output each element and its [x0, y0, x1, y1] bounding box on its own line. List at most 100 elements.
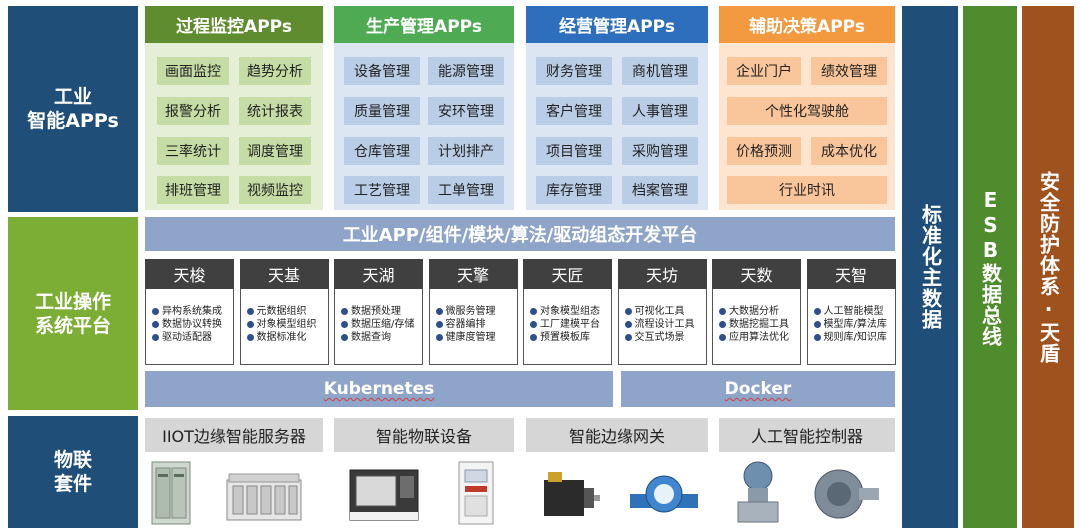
bullet-icon [719, 321, 726, 328]
app-item[interactable]: 成本优化 [811, 137, 887, 165]
bullet-icon [152, 334, 159, 341]
module-feature: 数据标准化 [246, 331, 328, 344]
app-item[interactable]: 工单管理 [428, 176, 504, 204]
bullet-icon [246, 321, 254, 328]
app-item[interactable]: 企业门户 [727, 57, 801, 85]
module-feature-label: 大数据分析 [729, 306, 779, 317]
module-title[interactable]: 天坊 [617, 259, 707, 289]
app-item[interactable]: 画面监控 [157, 57, 229, 85]
module-title[interactable]: 天擎 [428, 259, 518, 289]
module-feature-label: 驱动适配器 [162, 332, 212, 343]
bullet-icon [624, 334, 632, 341]
module-feature-label: 异构系统集成 [162, 306, 222, 317]
module-card: 微服务管理容器编排健康度管理 [428, 289, 518, 365]
app-group-title: 过程监控APPs [145, 6, 323, 43]
bullet-icon [341, 334, 348, 341]
esb-column: ESB数据总线 [963, 6, 1017, 528]
module-feature-label: 数据协议转换 [162, 319, 222, 330]
bullet-icon [152, 321, 159, 328]
bullet-icon [341, 308, 348, 315]
module-card: 大数据分析数据挖掘工具应用算法优化 [712, 289, 801, 365]
app-group-business-management: 经营管理APPs 财务管理 商机管理 客户管理 人事管理 项目管理 采购管理 库… [526, 6, 708, 210]
module-feature-label: 微服务管理 [445, 306, 496, 317]
app-item[interactable]: 趋势分析 [239, 57, 311, 85]
app-item[interactable]: 报警分析 [157, 97, 229, 125]
security-column: 安全防护体系·天盾 [1022, 6, 1074, 528]
bullet-icon [435, 308, 443, 315]
app-item[interactable]: 计划排产 [428, 137, 504, 165]
module-card: 数据预处理数据压缩/存储数据查询 [334, 289, 423, 365]
app-group-production-management: 生产管理APPs 设备管理 能源管理 质量管理 安环管理 仓库管理 计划排产 工… [334, 6, 514, 210]
app-item[interactable]: 仓库管理 [344, 137, 420, 165]
module-title[interactable]: 天数 [712, 259, 801, 289]
module-feature-label: 工厂建模平台 [540, 319, 600, 330]
app-item[interactable]: 设备管理 [344, 57, 420, 85]
bullet-icon [530, 321, 537, 328]
app-item[interactable]: 个性化驾驶舱 [727, 97, 887, 125]
module-feature-label: 可视化工具 [634, 306, 685, 317]
module-feature-label: 规则库/知识库 [823, 332, 887, 343]
app-item[interactable]: 统计报表 [239, 97, 311, 125]
servo-motor-icon [544, 472, 600, 516]
bullet-icon [341, 321, 348, 328]
module-feature: 数据查询 [341, 331, 422, 344]
module-feature-label: 应用算法优化 [729, 332, 789, 343]
module-feature: 工厂建模平台 [530, 318, 611, 331]
device-label-edge-server: IIOT边缘智能服务器 [145, 418, 323, 452]
device-label-edge-gateway: 智能边缘网关 [526, 418, 708, 452]
app-item[interactable]: 档案管理 [622, 176, 698, 204]
device-label-ai-controller: 人工智能控制器 [719, 418, 895, 452]
module-card: 异构系统集成数据协议转换驱动适配器 [145, 289, 234, 365]
module-feature: 应用算法优化 [719, 331, 800, 344]
module-title[interactable]: 天基 [239, 259, 329, 289]
bullet-icon [624, 308, 632, 315]
dev-platform-bar: 工业APP/组件/模块/算法/驱动组态开发平台 [145, 217, 895, 251]
module-feature: 流程设计工具 [624, 318, 706, 331]
module-feature: 元数据组织 [246, 305, 328, 318]
module-title[interactable]: 天匠 [523, 259, 612, 289]
kubernetes-bar: Kubernetes [145, 371, 613, 407]
row-label-iot-kit: 物联 套件 [8, 416, 138, 528]
app-item[interactable]: 能源管理 [428, 57, 504, 85]
app-item[interactable]: 项目管理 [536, 137, 612, 165]
app-item[interactable]: 视频监控 [239, 176, 311, 204]
app-item[interactable]: 采购管理 [622, 137, 698, 165]
module-feature: 规则库/知识库 [813, 331, 895, 344]
app-item[interactable]: 客户管理 [536, 97, 612, 125]
app-item[interactable]: 人事管理 [622, 97, 698, 125]
bullet-icon [813, 308, 821, 315]
cnc-machine-icon [349, 469, 419, 521]
module-feature-label: 容器编排 [445, 319, 486, 330]
module-feature-label: 元数据组织 [256, 306, 307, 317]
bullet-icon [813, 321, 821, 328]
app-item[interactable]: 财务管理 [536, 57, 612, 85]
server-cabinet-icon [151, 461, 191, 525]
app-item[interactable]: 行业时讯 [727, 176, 887, 204]
inverter-icon [458, 461, 494, 525]
app-group-title: 生产管理APPs [334, 6, 514, 43]
module-feature: 数据挖掘工具 [719, 318, 800, 331]
plc-rack-icon [226, 473, 302, 521]
app-item[interactable]: 调度管理 [239, 137, 311, 165]
app-item[interactable]: 商机管理 [622, 57, 698, 85]
module-card: 可视化工具流程设计工具交互式场景 [617, 289, 707, 365]
module-feature: 预置模板库 [530, 331, 611, 344]
app-item[interactable]: 排班管理 [157, 176, 229, 204]
app-item[interactable]: 绩效管理 [811, 57, 887, 85]
module-title[interactable]: 天智 [806, 259, 896, 289]
bullet-icon [719, 334, 726, 341]
module-title[interactable]: 天湖 [334, 259, 423, 289]
standard-master-data-label: 标准化主数据 [918, 204, 943, 330]
module-feature-label: 对象模型组织 [256, 319, 317, 330]
bullet-icon [530, 334, 537, 341]
module-card: 对象模型组态工厂建模平台预置模板库 [523, 289, 612, 365]
app-item[interactable]: 质量管理 [344, 97, 420, 125]
app-item[interactable]: 工艺管理 [344, 176, 420, 204]
device-label-iot-device: 智能物联设备 [334, 418, 514, 452]
module-feature-label: 健康度管理 [445, 332, 496, 343]
app-item[interactable]: 价格预测 [727, 137, 801, 165]
app-item[interactable]: 库存管理 [536, 176, 612, 204]
app-item[interactable]: 安环管理 [428, 97, 504, 125]
app-item[interactable]: 三率统计 [157, 137, 229, 165]
module-title[interactable]: 天梭 [145, 259, 234, 289]
